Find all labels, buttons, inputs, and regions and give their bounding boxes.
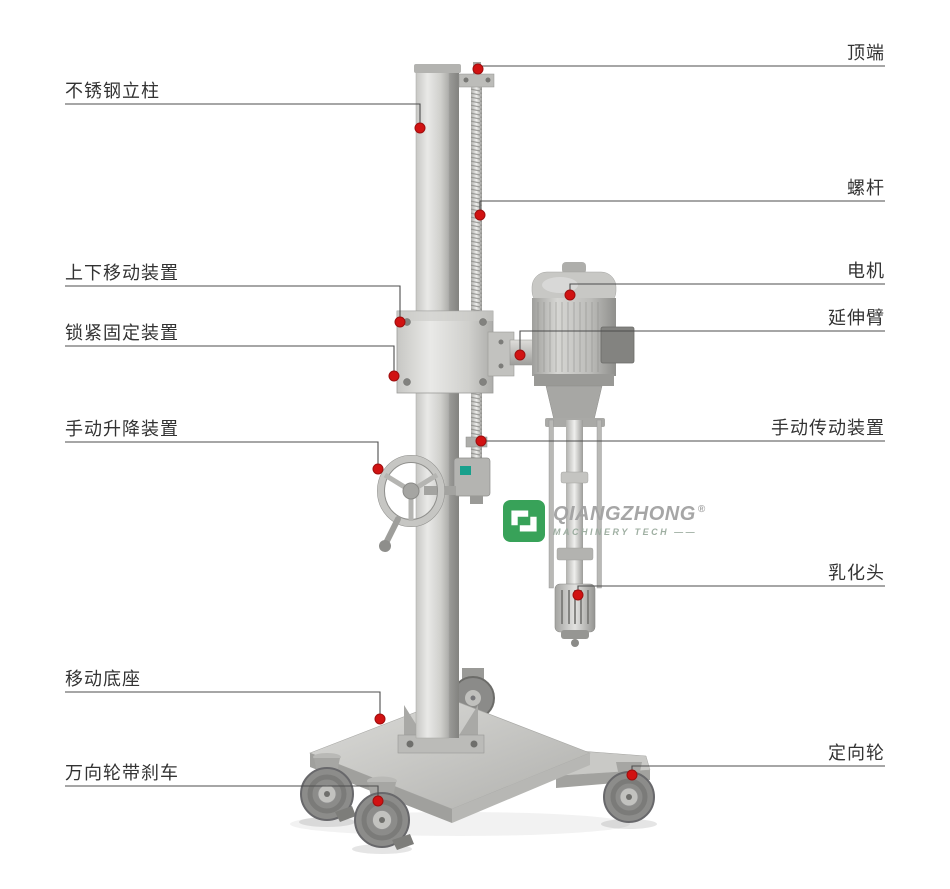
front-caster-wheel: [354, 776, 414, 850]
callout-dot-emulsifying-head: [572, 589, 584, 601]
callout-line-mobile-base: [65, 691, 381, 716]
left-caster-wheel: [300, 753, 356, 822]
callout-label-swivel-wheel-brake: 万向轮带刹车: [65, 763, 179, 783]
callout-dot-stainless-column: [414, 122, 426, 134]
carriage-block: [396, 310, 494, 394]
motor: [531, 262, 635, 386]
callout-label-manual-lift-device: 手动升降装置: [65, 419, 179, 439]
callout-label-manual-transmission: 手动传动装置: [771, 418, 885, 438]
callout-line-extension-arm: [519, 330, 885, 352]
callout-label-stainless-column: 不锈钢立柱: [65, 81, 160, 101]
callout-label-motor: 电机: [847, 261, 885, 281]
callout-label-directional-wheel: 定向轮: [828, 743, 885, 763]
callout-dot-manual-transmission: [475, 435, 487, 447]
emulsifier-shaft-assembly: [545, 385, 605, 592]
registered-mark: ®: [697, 504, 706, 516]
callout-dot-locking-device: [388, 370, 400, 382]
callout-dot-screw-rod: [474, 209, 486, 221]
callout-line-motor: [569, 283, 885, 292]
brand-tagline: MACHINERY TECH ——: [553, 527, 698, 537]
callout-label-mobile-base: 移动底座: [65, 669, 141, 689]
callout-label-top-end: 顶端: [847, 43, 885, 63]
callout-line-emulsifying-head: [577, 585, 885, 592]
callout-dot-manual-lift-device: [372, 463, 384, 475]
column-mount: [397, 705, 485, 754]
callout-line-vertical-move-device: [65, 285, 401, 319]
callout-line-manual-lift-device: [65, 441, 379, 466]
brand-logo-icon: [503, 500, 545, 542]
callout-label-emulsifying-head: 乳化头: [828, 563, 885, 583]
callout-line-directional-wheel: [631, 765, 885, 772]
callout-line-swivel-wheel-brake: [65, 785, 379, 798]
callout-line-locking-device: [65, 345, 395, 373]
emulsifying-head: [554, 583, 596, 647]
stainless-column: [414, 64, 461, 739]
brand-logo-text: QIANGZHONG® MACHINERY TECH ——: [553, 500, 706, 537]
callout-dot-swivel-wheel-brake: [372, 795, 384, 807]
callout-line-screw-rod: [479, 200, 885, 212]
brand-watermark: QIANGZHONG® MACHINERY TECH ——: [503, 500, 706, 542]
callout-line-stainless-column: [65, 103, 421, 125]
callout-dot-extension-arm: [514, 349, 526, 361]
base-plate: [309, 698, 591, 823]
right-caster-wheel: [603, 762, 655, 823]
callout-dot-motor: [564, 289, 576, 301]
callout-dot-directional-wheel: [626, 769, 638, 781]
callout-label-locking-device: 锁紧固定装置: [65, 323, 179, 343]
handwheel: [377, 455, 456, 552]
callout-label-vertical-move-device: 上下移动装置: [65, 263, 179, 283]
callout-dot-mobile-base: [374, 713, 386, 725]
brand-name: QIANGZHONG: [553, 503, 696, 525]
callout-dot-vertical-move-device: [394, 316, 406, 328]
callout-label-extension-arm: 延伸臂: [828, 308, 885, 328]
callout-label-screw-rod: 螺杆: [847, 178, 885, 198]
callout-dot-top-end: [472, 63, 484, 75]
